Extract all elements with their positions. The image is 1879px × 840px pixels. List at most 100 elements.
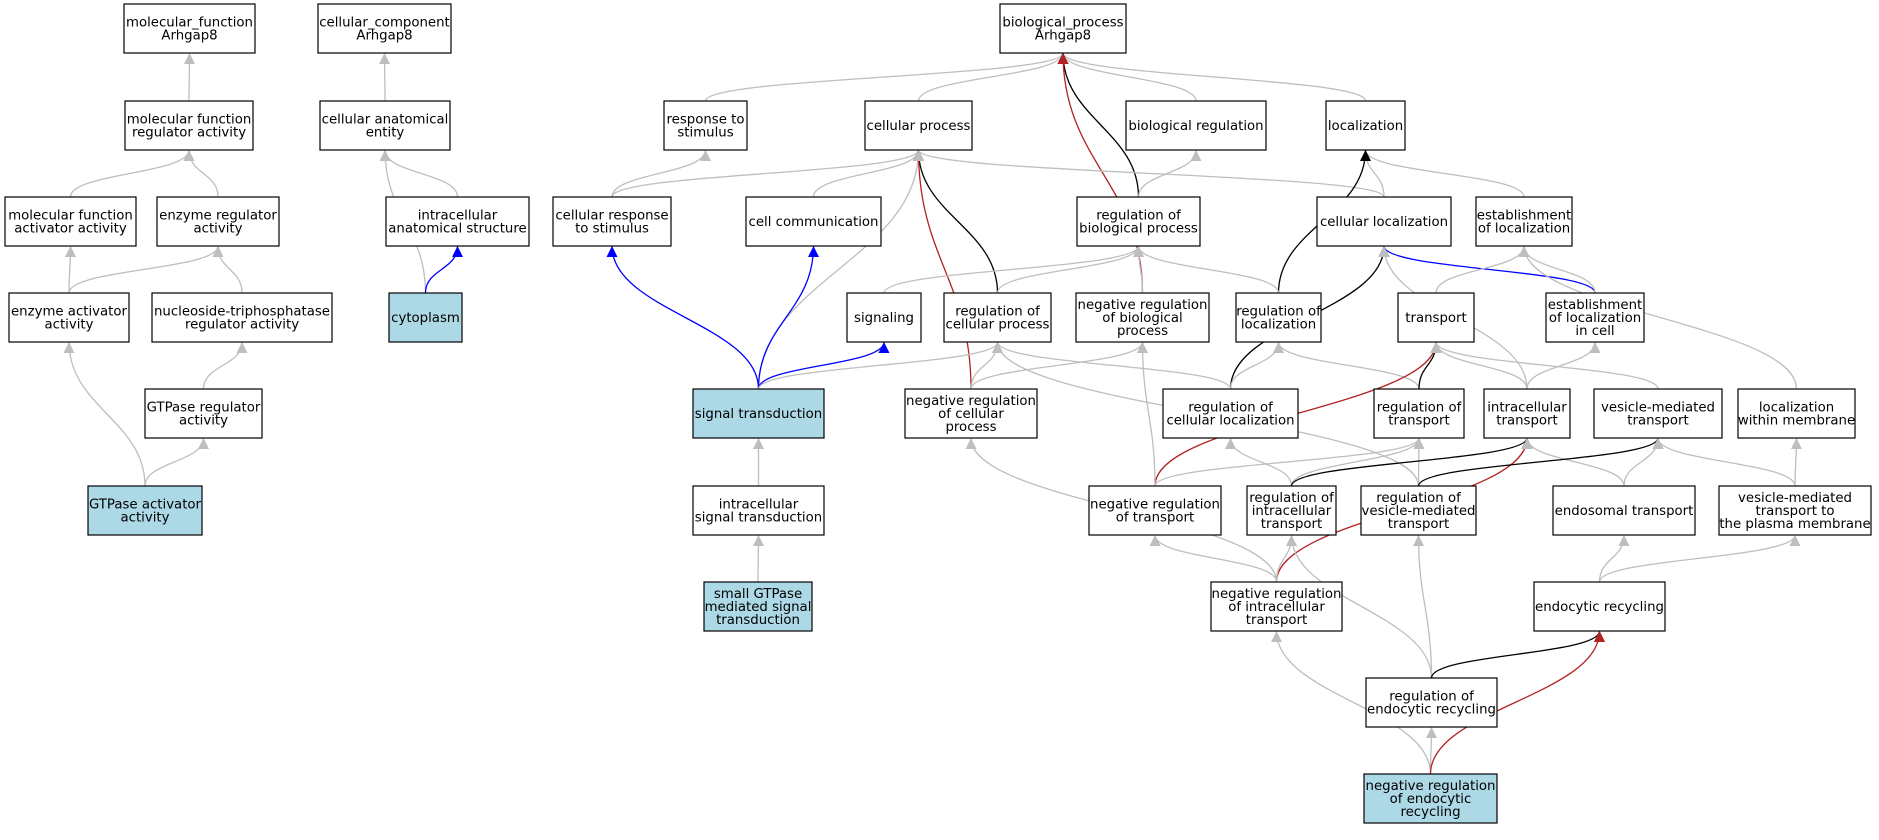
edge-arrow (1518, 245, 1596, 294)
go-term-label-line: transport (1261, 517, 1322, 532)
go-term-label-line: stimulus (677, 126, 733, 141)
go-term-box (703, 581, 813, 632)
go-term-label-line: biological_process (1002, 16, 1123, 31)
edge-part-of (424, 245, 463, 294)
edge-is-a (212, 245, 243, 294)
edge-is-a (202, 341, 248, 390)
go-term-box (1088, 485, 1222, 536)
edge-arrow (1271, 630, 1432, 775)
go-term-label-line: regulation of (1236, 305, 1321, 320)
go-term-label-line: molecular_function (126, 16, 253, 31)
edge-negatively-regulates (913, 149, 972, 390)
go-term-label-line: GTPase regulator (147, 401, 261, 416)
edge-arrow (1435, 245, 1530, 294)
go-term-label-line: regulation of (1389, 690, 1474, 705)
edge-is-a (63, 341, 146, 487)
go-term-node-signaling: signaling (846, 292, 922, 343)
edge-is-a (883, 245, 1144, 294)
go-term-label-line: regulation of (1376, 491, 1461, 506)
go-term-label-line: in cell (1575, 324, 1614, 339)
go-term-label-line: localization (1759, 401, 1834, 416)
go-term-label-line: transport (1405, 311, 1466, 326)
go-term-box (319, 100, 451, 151)
go-term-label-line: establishment (1477, 209, 1571, 224)
edge-is-a (992, 341, 1232, 390)
go-term-box (1373, 388, 1465, 439)
edge-arrow (1133, 245, 1145, 294)
go-term-label-line: of endocytic (1390, 792, 1472, 807)
go-term-label-line: vesicle-mediated (1601, 401, 1715, 416)
edge-is-a (1623, 437, 1664, 487)
go-term-label-line: of cellular (938, 407, 1004, 422)
go-term-box (151, 292, 333, 343)
go-term-label-line: cellular response (555, 209, 668, 224)
go-term-label-line: endocytic recycling (1535, 600, 1664, 615)
edge-arrow (183, 52, 195, 102)
go-term-label-line: small GTPase (714, 587, 802, 602)
go-term-label-line: intracellular (1487, 401, 1567, 416)
edge-arrow (1057, 52, 1367, 102)
edge-is-a (970, 341, 1003, 390)
go-term-box (1552, 485, 1696, 536)
edge-is-a (183, 52, 195, 102)
go-term-label-line: cellular localization (1320, 215, 1448, 230)
go-term-label-line: activity (120, 511, 169, 526)
go-term-box (1397, 292, 1475, 343)
go-term-label-line: transport to (1755, 504, 1834, 519)
go-term-label-line: GTPase activator (89, 498, 202, 513)
edges-layer (63, 52, 1802, 775)
go-term-label-line: cellular process (946, 318, 1050, 333)
edge-is-a (1149, 534, 1278, 583)
go-term-box (846, 292, 922, 343)
go-term-label-line: the plasma membrane (1719, 517, 1870, 532)
edge-is-a (1526, 341, 1601, 390)
edge-is-a (611, 149, 711, 198)
edge-arrow (1521, 437, 1625, 487)
edge-arrow (970, 341, 1148, 390)
edge-arrow (1417, 437, 1664, 487)
go-term-box (156, 196, 280, 247)
edge-arrow (144, 437, 209, 487)
edge-is-a (1133, 245, 1145, 294)
go-term-box (144, 388, 263, 439)
go-term-node-localization: localization (1325, 100, 1406, 151)
go-term-label-line: negative regulation (1078, 298, 1208, 313)
go-term-label-line: activity (193, 222, 242, 237)
edge-is-a (812, 149, 924, 198)
edge-is-a (1598, 534, 1801, 583)
edge-is-a (1430, 341, 1659, 390)
edge-is-a (1225, 437, 1293, 487)
edge-arrow (757, 149, 924, 390)
edge-arrow (202, 341, 248, 390)
go-term-node-cell-proc: cellular process (864, 100, 973, 151)
edge-is-a (1430, 341, 1528, 390)
go-term-node-cell-loc: cellular localization (1316, 196, 1452, 247)
go-term-box (1533, 581, 1666, 632)
edge-arrow (1413, 437, 1425, 487)
go-term-label-line: transport (1388, 517, 1449, 532)
go-term-box (87, 485, 203, 536)
go-term-label: endosomal transport (1555, 504, 1694, 519)
edge-is-a (996, 245, 1144, 294)
go-term-box (1076, 196, 1201, 247)
go-term-label-line: within membrane (1738, 414, 1855, 429)
